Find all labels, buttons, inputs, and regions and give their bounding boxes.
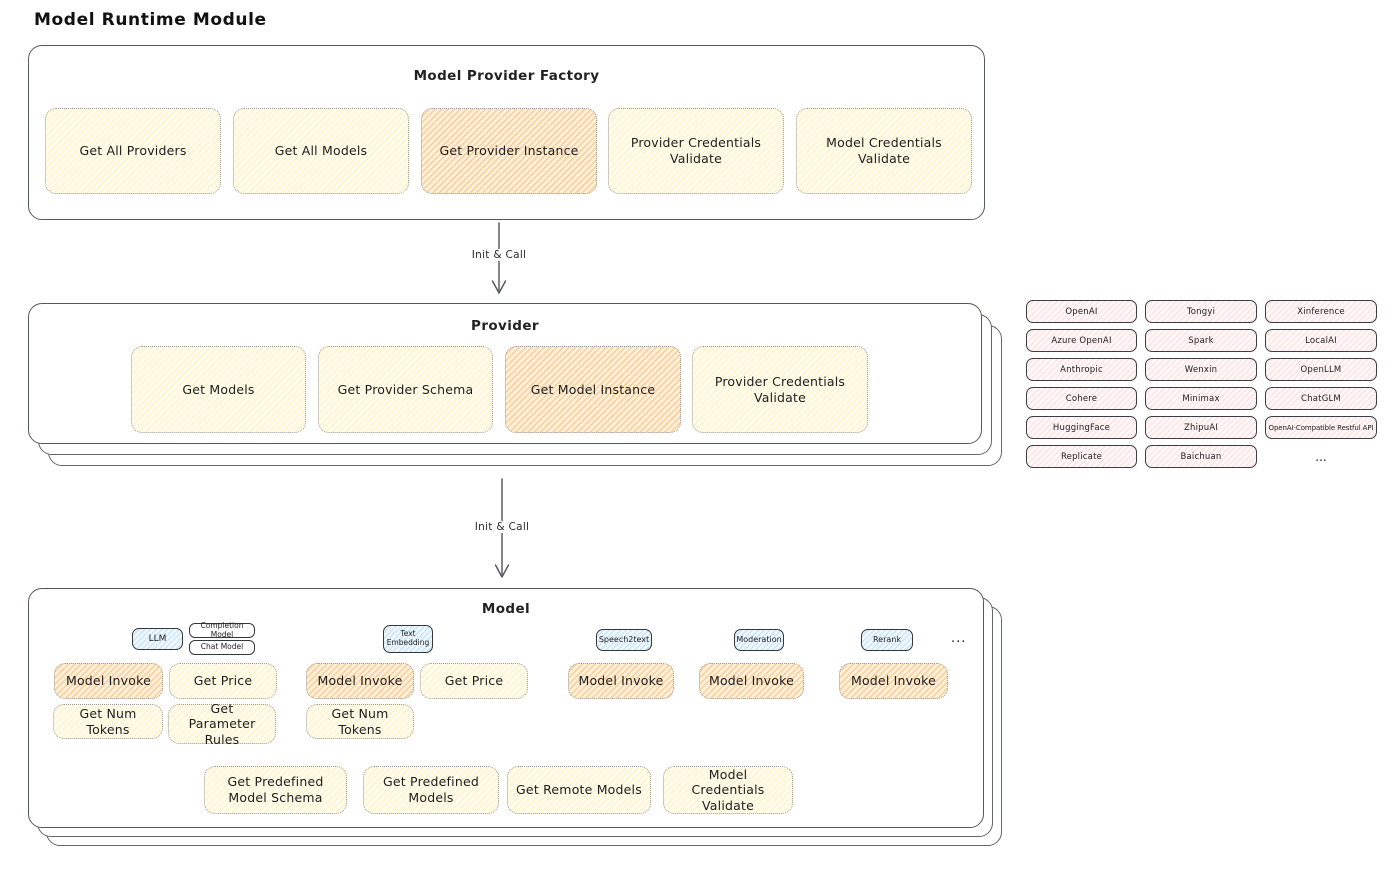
page-title: Model Runtime Module <box>34 10 267 30</box>
tag-speech2text: Speech2text <box>596 629 652 651</box>
provider-chip: Cohere <box>1026 387 1137 410</box>
model-box-speech2text-model-invoke: Model Invoke <box>568 663 674 699</box>
provider-chip: Azure OpenAI <box>1026 329 1137 352</box>
tag-completion-model: Completion Model <box>189 621 255 638</box>
model-box-get-predefined-models: Get Predefined Models <box>363 766 499 814</box>
model-box-llm-get-price: Get Price <box>169 663 277 699</box>
provider-chip: Spark <box>1145 329 1257 352</box>
factory-box-get-all-models: Get All Models <box>233 108 409 194</box>
provider-chip: Wenxin <box>1145 358 1257 381</box>
provider-chip: LocalAI <box>1265 329 1377 352</box>
provider-chip: HuggingFace <box>1026 416 1137 439</box>
provider-chip: OpenAI-Compatible Restful API <box>1265 416 1377 439</box>
tag-text-embedding: Text Embedding <box>383 625 433 653</box>
model-box-moderation-model-invoke: Model Invoke <box>699 663 804 699</box>
provider-box-get-provider-schema: Get Provider Schema <box>318 346 493 433</box>
tag-chat-model: Chat Model <box>189 640 255 655</box>
provider-box-get-model-instance: Get Model Instance <box>505 346 681 433</box>
model-box-llm-get-num-tokens: Get Num Tokens <box>53 704 163 739</box>
provider-chip: ZhipuAI <box>1145 416 1257 439</box>
tag-llm: LLM <box>132 628 183 650</box>
model-section: Model LLM Completion Model Chat Model Te… <box>28 588 984 828</box>
provider-section-title: Provider <box>471 318 539 334</box>
model-box-embedding-model-invoke: Model Invoke <box>306 663 414 699</box>
factory-section: Model Provider Factory Get All Providers… <box>28 45 985 220</box>
arrow-1-label: Init & Call <box>466 249 532 261</box>
model-box-embedding-get-num-tokens: Get Num Tokens <box>306 704 414 739</box>
model-section-title: Model <box>481 601 531 617</box>
provider-chip: Minimax <box>1145 387 1257 410</box>
model-box-llm-model-invoke: Model Invoke <box>54 663 163 699</box>
factory-box-get-provider-instance: Get Provider Instance <box>421 108 597 194</box>
providers-ellipsis: ... <box>1315 449 1327 464</box>
provider-chip: Anthropic <box>1026 358 1137 381</box>
provider-chip: Baichuan <box>1145 445 1257 468</box>
provider-chip: OpenLLM <box>1265 358 1377 381</box>
provider-box-get-models: Get Models <box>131 346 306 433</box>
tag-moderation: Moderation <box>734 629 784 651</box>
factory-box-provider-credentials-validate: Provider Credentials Validate <box>608 108 784 194</box>
model-box-llm-get-parameter-rules: Get Parameter Rules <box>168 701 276 747</box>
model-box-rerank-model-invoke: Model Invoke <box>839 663 948 699</box>
model-box-model-credentials-validate: Model Credentials Validate <box>663 766 793 814</box>
factory-box-get-all-providers: Get All Providers <box>45 108 221 194</box>
factory-section-title: Model Provider Factory <box>413 68 600 84</box>
model-box-get-predefined-model-schema: Get Predefined Model Schema <box>204 766 347 814</box>
provider-chip: Xinference <box>1265 300 1377 323</box>
arrow-2-label: Init & Call <box>469 521 535 533</box>
provider-box-provider-credentials-validate: Provider Credentials Validate <box>692 346 868 433</box>
provider-chip: Tongyi <box>1145 300 1257 323</box>
provider-section: Provider Get Models Get Provider Schema … <box>28 303 982 444</box>
model-box-embedding-get-price: Get Price <box>420 663 528 699</box>
tag-rerank: Rerank <box>861 629 913 651</box>
provider-chip: ChatGLM <box>1265 387 1377 410</box>
factory-box-model-credentials-validate: Model Credentials Validate <box>796 108 972 194</box>
provider-chip: Replicate <box>1026 445 1137 468</box>
tags-ellipsis: ... <box>951 631 967 646</box>
provider-chip: OpenAI <box>1026 300 1137 323</box>
model-box-get-remote-models: Get Remote Models <box>507 766 651 814</box>
